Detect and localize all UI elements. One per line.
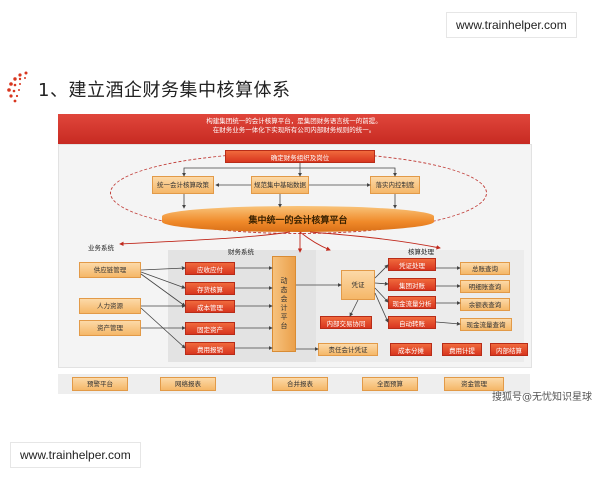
expense-accrual: 费用计提	[442, 343, 482, 356]
bottom-network-report: 网络报表	[160, 377, 216, 391]
base-data-box: 规范集中基础数据	[251, 176, 309, 194]
section-accounting: 核算处理	[408, 248, 434, 256]
banner-line-2: 在财务业务一体化下实现所有公司内部财务规则的统一。	[212, 126, 376, 134]
internal-trade-box: 内部交易协同	[320, 316, 372, 329]
cost-allocation: 成本分摊	[390, 343, 432, 356]
finance-item-arap: 应收应付	[185, 262, 235, 275]
business-item-hr: 人力资源	[79, 298, 141, 314]
section-finance: 财务系统	[228, 248, 254, 256]
bottom-consolidated-report: 合并报表	[272, 377, 328, 391]
watermark-top: www.trainhelper.com	[446, 12, 577, 38]
logo-dots-icon	[7, 71, 28, 103]
channel-watermark: 搜狐号@无忧知识星球	[492, 392, 592, 403]
page-title: 1、建立酒企财务集中核算体系	[38, 80, 291, 101]
business-item-supply: 供应链管理	[79, 262, 141, 278]
banner: 构建集团统一的会计核算平台，是集团财务语言统一的前提。 在财务业务一体化下实现所…	[58, 114, 530, 144]
banner-line-1: 构建集团统一的会计核算平台，是集团财务语言统一的前提。	[206, 117, 382, 125]
bottom-budget: 全面预算	[362, 377, 418, 391]
accounting-platform: 集中统一的会计核算平台	[162, 206, 434, 232]
org-header-box: 确定财务组织及岗位	[225, 150, 375, 163]
bottom-funds: 资金管理	[444, 377, 504, 391]
section-business: 业务系统	[88, 244, 114, 252]
internal-settlement: 内部结算	[490, 343, 528, 356]
business-item-assets: 资产管理	[79, 320, 141, 336]
query-general-ledger: 总账查询	[460, 262, 510, 275]
watermark-bottom: www.trainhelper.com	[10, 442, 141, 468]
bottom-warning-platform: 预警平台	[72, 377, 128, 391]
